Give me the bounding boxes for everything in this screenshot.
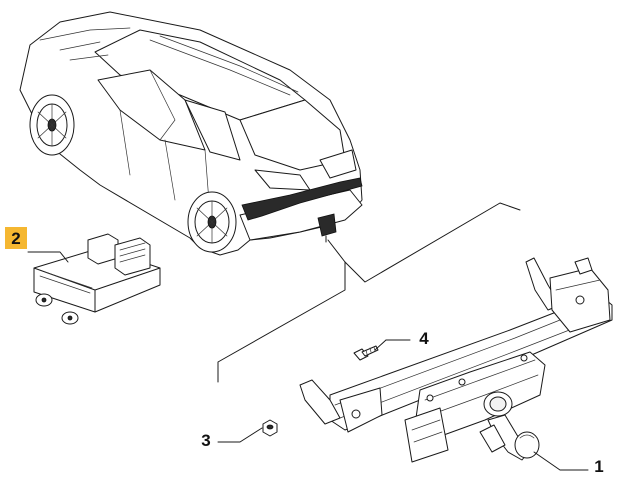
leader-lines [217, 202, 521, 383]
callout-leaders [27, 251, 589, 471]
callout-2-label: 2 [11, 229, 20, 248]
callout-3-label: 3 [201, 431, 210, 450]
callout-4-label: 4 [419, 329, 429, 348]
vehicle-illustration [19, 11, 363, 256]
part-2-control-module [33, 233, 161, 325]
part-3-nut [262, 419, 278, 437]
part-4-bolt [353, 345, 379, 361]
part-1-tow-bar-assembly [299, 257, 613, 463]
callout-2: 2 [5, 227, 27, 249]
callout-1-label: 1 [594, 457, 603, 476]
highlight-box [5, 227, 27, 249]
